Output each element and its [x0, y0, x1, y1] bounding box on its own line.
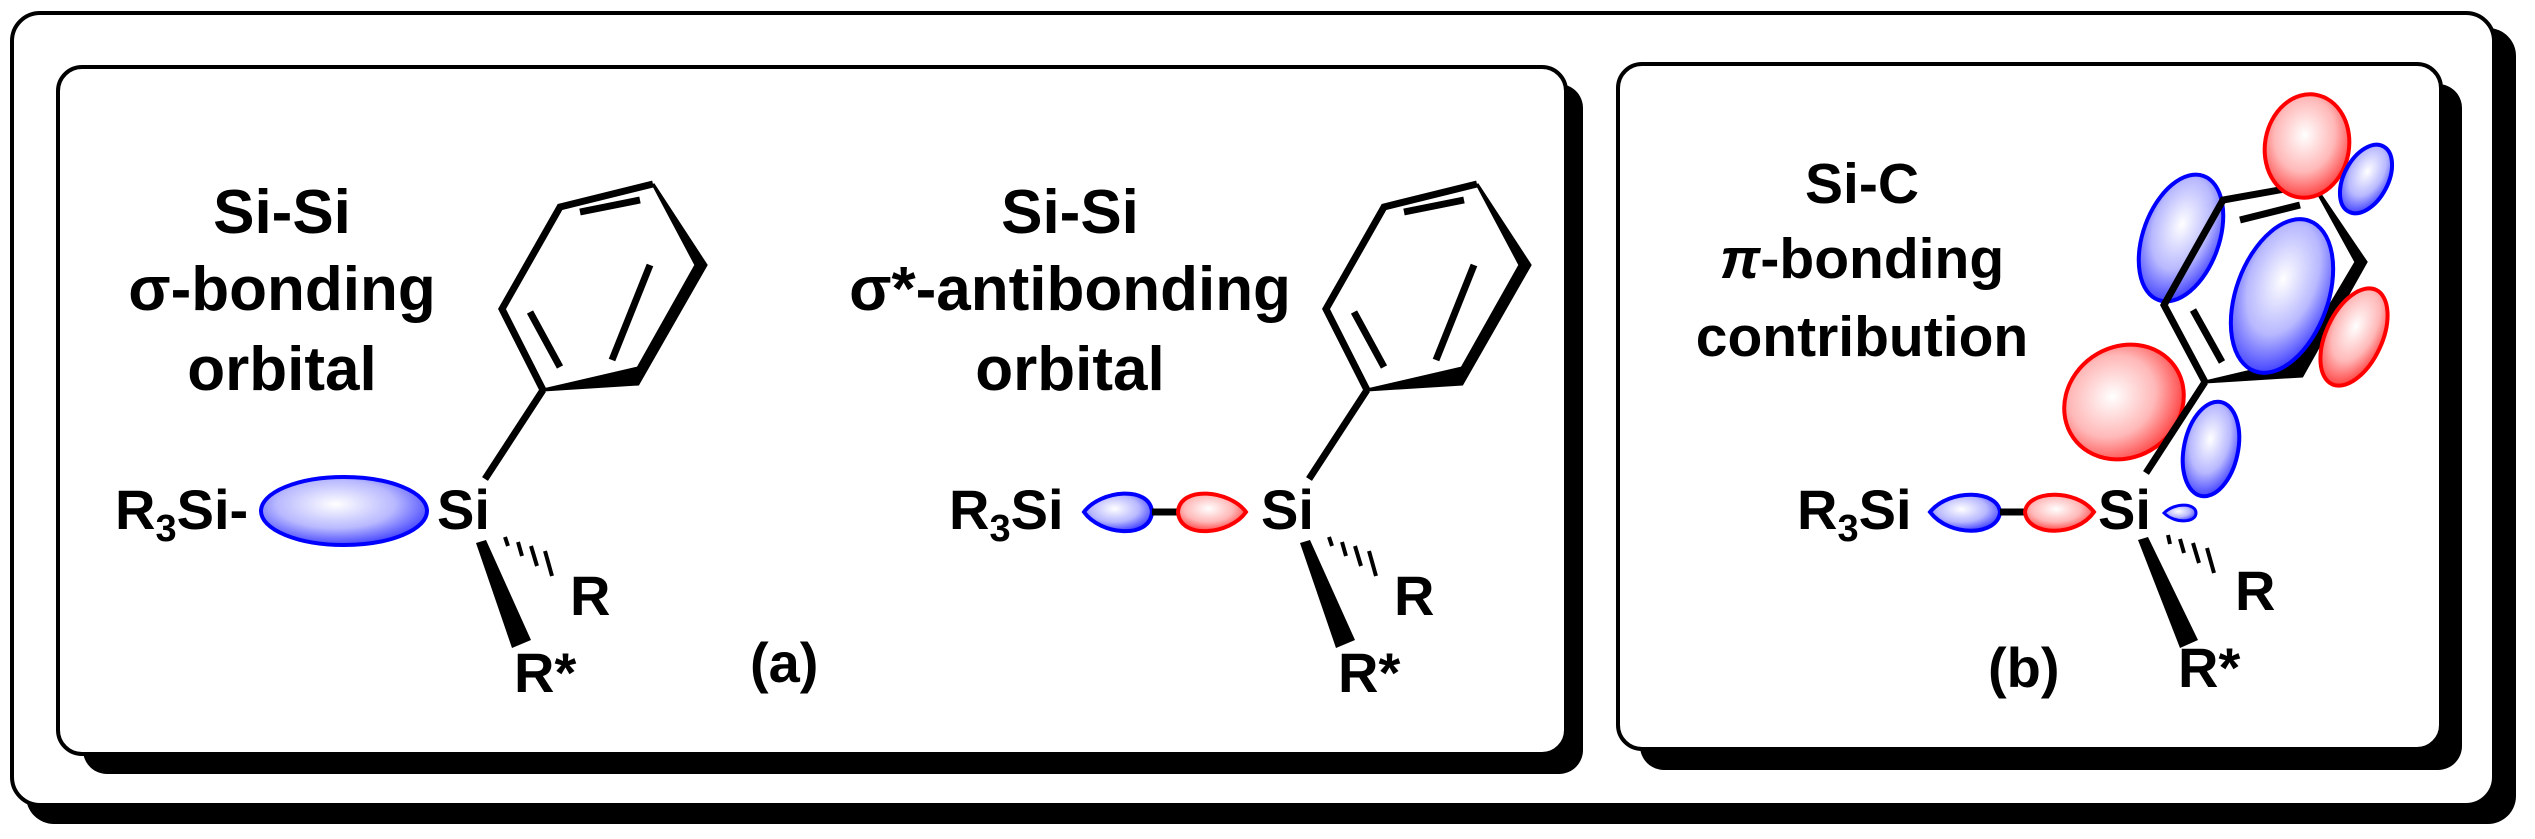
wedge-bond [1300, 540, 1355, 648]
panel-b [1616, 62, 2443, 751]
title-line-2: σ-bonding [128, 255, 436, 324]
pi-lobe-blue-lower [2180, 399, 2242, 499]
substituent-r-star: R* [514, 641, 576, 704]
pi-lobe-blue-left [2136, 172, 2226, 304]
hashed-bond [2166, 534, 2216, 574]
phenyl-ring [1306, 180, 1532, 481]
sigma-bonding-molecule: Si-Si σ-bonding orbital R3Si- Si R R* [115, 178, 708, 704]
r3si-group: R3Si [949, 478, 1064, 550]
panel-a [56, 65, 1568, 756]
substituent-r: R [2235, 559, 2275, 622]
pi-lobe-blue-top-right [2337, 142, 2395, 216]
wedge-bond [2138, 537, 2198, 648]
title-line-3: orbital [187, 335, 376, 404]
substituent-r: R [570, 564, 610, 627]
r3si-group: R3Si- [115, 478, 248, 550]
wedge-bond [476, 540, 531, 648]
pi-lobe-red-large [2062, 342, 2186, 462]
hashed-bond [503, 536, 554, 577]
title-line-1: Si-Si [1001, 178, 1139, 247]
title-line-2: π-bonding [1720, 227, 2004, 291]
caption-b: (b) [1988, 636, 2060, 699]
pi-bonding-molecule: Si-C π-bonding contribution R3Si Si R R*… [1696, 92, 2395, 699]
substituent-r-star: R* [2178, 636, 2240, 699]
sigma-bonding-lobe [259, 475, 429, 547]
title-line-3: contribution [1696, 305, 2028, 369]
phenyl-ring [482, 180, 708, 481]
title-line-3: orbital [975, 335, 1164, 404]
title-line-1: Si-Si [213, 178, 351, 247]
title-line-1: Si-C [1805, 152, 1919, 216]
antibonding-lobe-red [1175, 491, 1249, 534]
si-atom: Si [2098, 478, 2151, 541]
sigma-lobe-red [2022, 492, 2097, 533]
hashed-bond [1327, 536, 1378, 577]
small-lobe-blue [2161, 503, 2198, 523]
substituent-r-star: R* [1338, 641, 1400, 704]
caption-a: (a) [750, 631, 818, 694]
pi-lobe-blue-center [2228, 217, 2336, 375]
title-line-2: σ*-antibonding [849, 255, 1291, 324]
pi-lobe-red-top [2262, 92, 2352, 200]
substituent-r: R [1394, 564, 1434, 627]
si-atom: Si [437, 478, 490, 541]
r3si-group: R3Si [1797, 478, 1912, 550]
si-atom: Si [1261, 478, 1314, 541]
pi-lobe-red-right [2318, 286, 2390, 388]
sigma-antibonding-molecule: Si-Si σ*-antibonding orbital R3Si Si R R… [849, 178, 1532, 704]
